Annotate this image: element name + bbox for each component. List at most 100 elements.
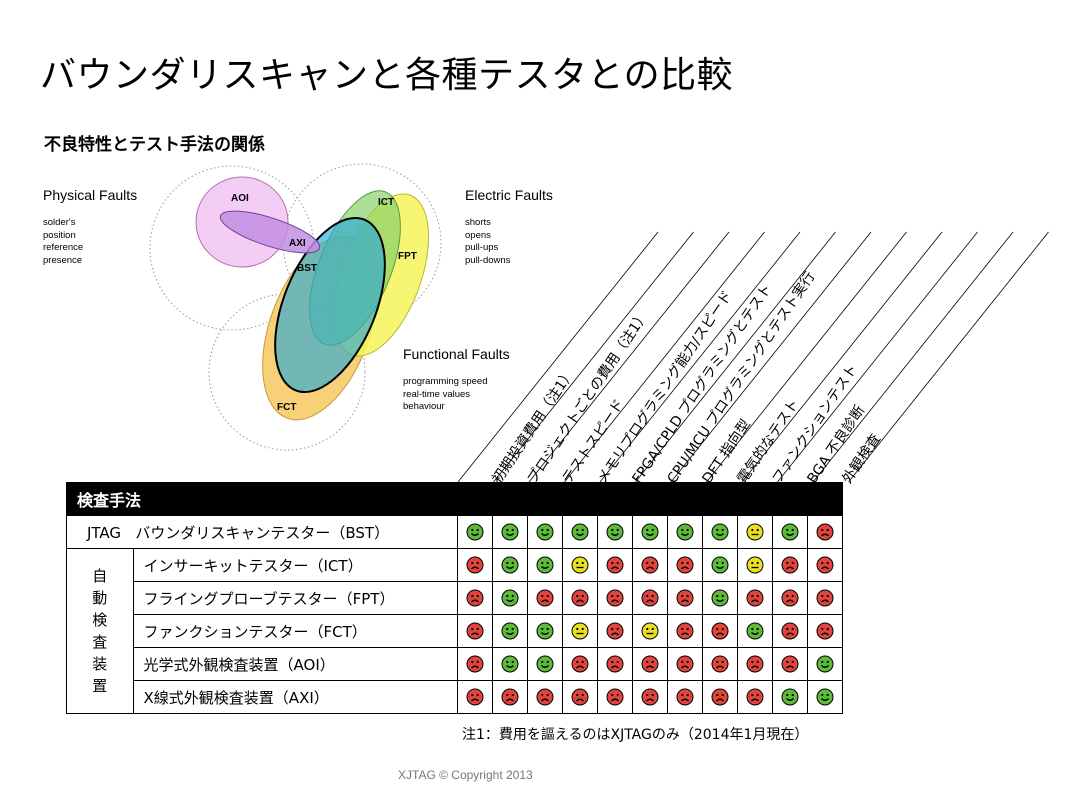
happy-face-icon xyxy=(466,523,484,541)
rating-cell xyxy=(457,548,493,582)
sad-face-icon xyxy=(816,622,834,640)
table-row-fpt: フライングプローブテスター（FPT） xyxy=(67,581,843,615)
sad-face-icon xyxy=(536,589,554,607)
sad-face-icon xyxy=(641,688,659,706)
sad-face-icon xyxy=(466,688,484,706)
rating-cell xyxy=(807,647,843,681)
sad-face-icon xyxy=(676,556,694,574)
page-title: バウンダリスキャンと各種テスタとの比較 xyxy=(40,55,734,96)
happy-face-icon xyxy=(536,556,554,574)
rating-cell xyxy=(667,680,703,714)
column-divider-line xyxy=(741,231,943,483)
table-row-bst: JTAG バウンダリスキャンテスター（BST） xyxy=(66,515,843,549)
table-row-aoi: 光学式外観検査装置（AOI） xyxy=(67,647,843,681)
rating-cell xyxy=(772,647,808,681)
group-label-char: 自 xyxy=(92,567,108,585)
rating-cell xyxy=(527,680,563,714)
rating-cell xyxy=(527,614,563,648)
sad-face-icon xyxy=(641,655,659,673)
happy-face-icon xyxy=(816,688,834,706)
column-divider-line xyxy=(493,231,694,483)
sad-face-icon xyxy=(746,589,764,607)
column-divider-line xyxy=(848,231,1049,483)
rating-cell xyxy=(597,680,633,714)
column-divider-line xyxy=(599,231,801,483)
electric-faults-circle xyxy=(282,163,442,323)
column-divider-line xyxy=(777,231,978,483)
physical-faults-title: Physical Faults xyxy=(43,187,138,203)
sad-face-icon xyxy=(676,589,694,607)
column-divider-line xyxy=(635,231,836,483)
sad-face-icon xyxy=(641,556,659,574)
ict-label: ICT xyxy=(378,197,394,208)
happy-face-icon xyxy=(711,589,729,607)
happy-face-icon xyxy=(711,556,729,574)
rating-cell xyxy=(597,647,633,681)
rating-cell xyxy=(667,548,703,582)
rating-cell xyxy=(772,515,808,549)
rating-cell xyxy=(527,548,563,582)
column-divider-line xyxy=(528,231,730,483)
sad-face-icon xyxy=(466,655,484,673)
list-item: solder's xyxy=(43,217,76,228)
list-item: shorts xyxy=(465,217,491,228)
column-divider-line xyxy=(564,231,765,483)
bst-ellipse xyxy=(274,216,386,394)
footnote: 注1：費用を謳えるのはXJTAGのみ（2014年1月現在） xyxy=(462,727,809,743)
copyright: XJTAG © Copyright 2013 xyxy=(398,768,533,782)
rating-cell xyxy=(702,680,738,714)
electric-faults-list: shorts opens pull-ups pull-downs xyxy=(465,217,510,267)
happy-face-icon xyxy=(641,523,659,541)
rating-cell xyxy=(737,614,773,648)
rating-cell xyxy=(597,548,633,582)
rating-cell xyxy=(667,647,703,681)
list-item: opens xyxy=(465,229,491,241)
rating-cell xyxy=(457,614,493,648)
column-divider-line xyxy=(812,231,1014,483)
neutral-face-icon xyxy=(641,622,659,640)
rating-cell xyxy=(702,614,738,648)
group-label-auto-inspection: 自動検査装置 xyxy=(66,548,134,714)
fpt-label: FPT xyxy=(398,251,417,262)
sad-face-icon xyxy=(466,556,484,574)
rating-cell xyxy=(667,515,703,549)
rating-cell xyxy=(702,548,738,582)
happy-face-icon xyxy=(536,523,554,541)
sad-face-icon xyxy=(536,688,554,706)
rating-cell xyxy=(527,515,563,549)
group-label-char: 査 xyxy=(92,633,108,651)
happy-face-icon xyxy=(501,556,519,574)
sad-face-icon xyxy=(816,556,834,574)
sad-face-icon xyxy=(606,556,624,574)
column-divider-line xyxy=(706,231,907,483)
fct-name: ファンクションテスター（FCT） xyxy=(132,614,459,648)
axi-ellipse xyxy=(219,210,321,254)
rating-cell xyxy=(492,614,528,648)
functional-faults-title: Functional Faults xyxy=(403,346,510,362)
rating-cell xyxy=(632,581,668,615)
sad-face-icon xyxy=(501,688,519,706)
rating-cell xyxy=(632,614,668,648)
sad-face-icon xyxy=(676,655,694,673)
rating-cell xyxy=(737,515,773,549)
rating-cell xyxy=(457,515,493,549)
rating-cell xyxy=(772,614,808,648)
sad-face-icon xyxy=(606,622,624,640)
rating-cell xyxy=(807,581,843,615)
rating-cell xyxy=(527,581,563,615)
rating-cell xyxy=(562,581,598,615)
list-item: behaviour xyxy=(403,401,445,412)
happy-face-icon xyxy=(501,523,519,541)
rating-cell xyxy=(457,581,493,615)
happy-face-icon xyxy=(711,523,729,541)
rating-cell xyxy=(702,581,738,615)
rating-cell xyxy=(562,647,598,681)
sad-face-icon xyxy=(746,688,764,706)
sad-face-icon xyxy=(816,589,834,607)
rating-cell xyxy=(492,680,528,714)
sad-face-icon xyxy=(641,589,659,607)
column-divider-line xyxy=(457,231,659,483)
rating-cell xyxy=(527,647,563,681)
rating-cell xyxy=(632,548,668,582)
axi-name: X線式外観検査装置（AXI） xyxy=(132,680,459,714)
